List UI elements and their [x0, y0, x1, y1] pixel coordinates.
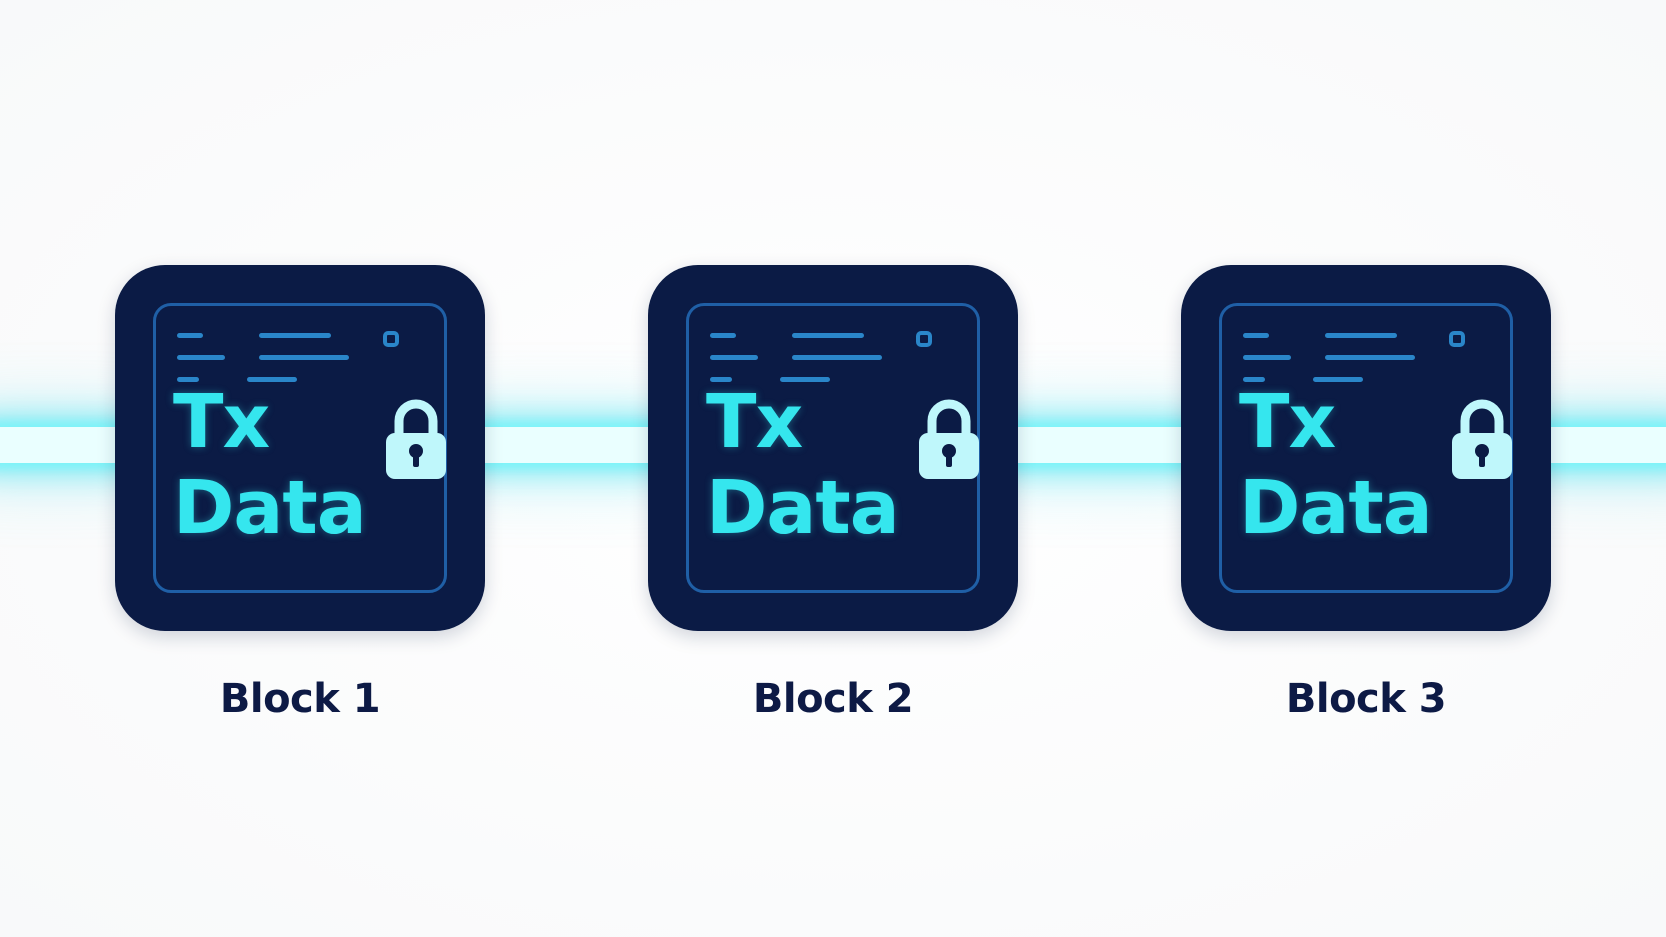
block-2-label: Block 2: [752, 676, 914, 722]
block-1: Tx Data: [115, 265, 485, 631]
block-content-line1: Tx: [706, 379, 803, 465]
chain-link-left: [0, 427, 130, 463]
code-line: [780, 377, 830, 382]
code-line: [177, 355, 225, 360]
code-line: [710, 355, 758, 360]
code-line: [1325, 333, 1397, 338]
block-content-text: Tx Data: [1239, 379, 1469, 551]
block-content-line2: Data: [706, 465, 900, 551]
lock-icon: [1452, 399, 1512, 479]
block-3: Tx Data: [1181, 265, 1551, 631]
code-line: [1243, 333, 1269, 338]
block-3-label: Block 3: [1285, 676, 1447, 722]
block-1-label: Block 1: [219, 676, 381, 722]
chain-link-right: [1530, 427, 1666, 463]
code-line: [792, 355, 882, 360]
code-line: [1325, 355, 1415, 360]
code-line: [177, 333, 203, 338]
chain-link-1-2: [465, 427, 665, 463]
code-line: [1243, 355, 1291, 360]
code-line: [1243, 377, 1265, 382]
lock-icon: [386, 399, 446, 479]
code-line: [1313, 377, 1363, 382]
block-content-text: Tx Data: [706, 379, 936, 551]
code-line: [710, 333, 736, 338]
block-content-line1: Tx: [173, 379, 270, 465]
window-dot-icon: [383, 331, 399, 347]
code-line: [247, 377, 297, 382]
window-dot-icon: [916, 331, 932, 347]
block-2: Tx Data: [648, 265, 1018, 631]
block-content-line2: Data: [1239, 465, 1433, 551]
code-line: [177, 377, 199, 382]
block-content-line1: Tx: [1239, 379, 1336, 465]
window-dot-icon: [1449, 331, 1465, 347]
code-line: [259, 333, 331, 338]
code-line: [792, 333, 864, 338]
block-content-line2: Data: [173, 465, 367, 551]
code-line: [710, 377, 732, 382]
code-line: [259, 355, 349, 360]
chain-link-2-3: [998, 427, 1198, 463]
lock-icon: [919, 399, 979, 479]
block-content-text: Tx Data: [173, 379, 403, 551]
